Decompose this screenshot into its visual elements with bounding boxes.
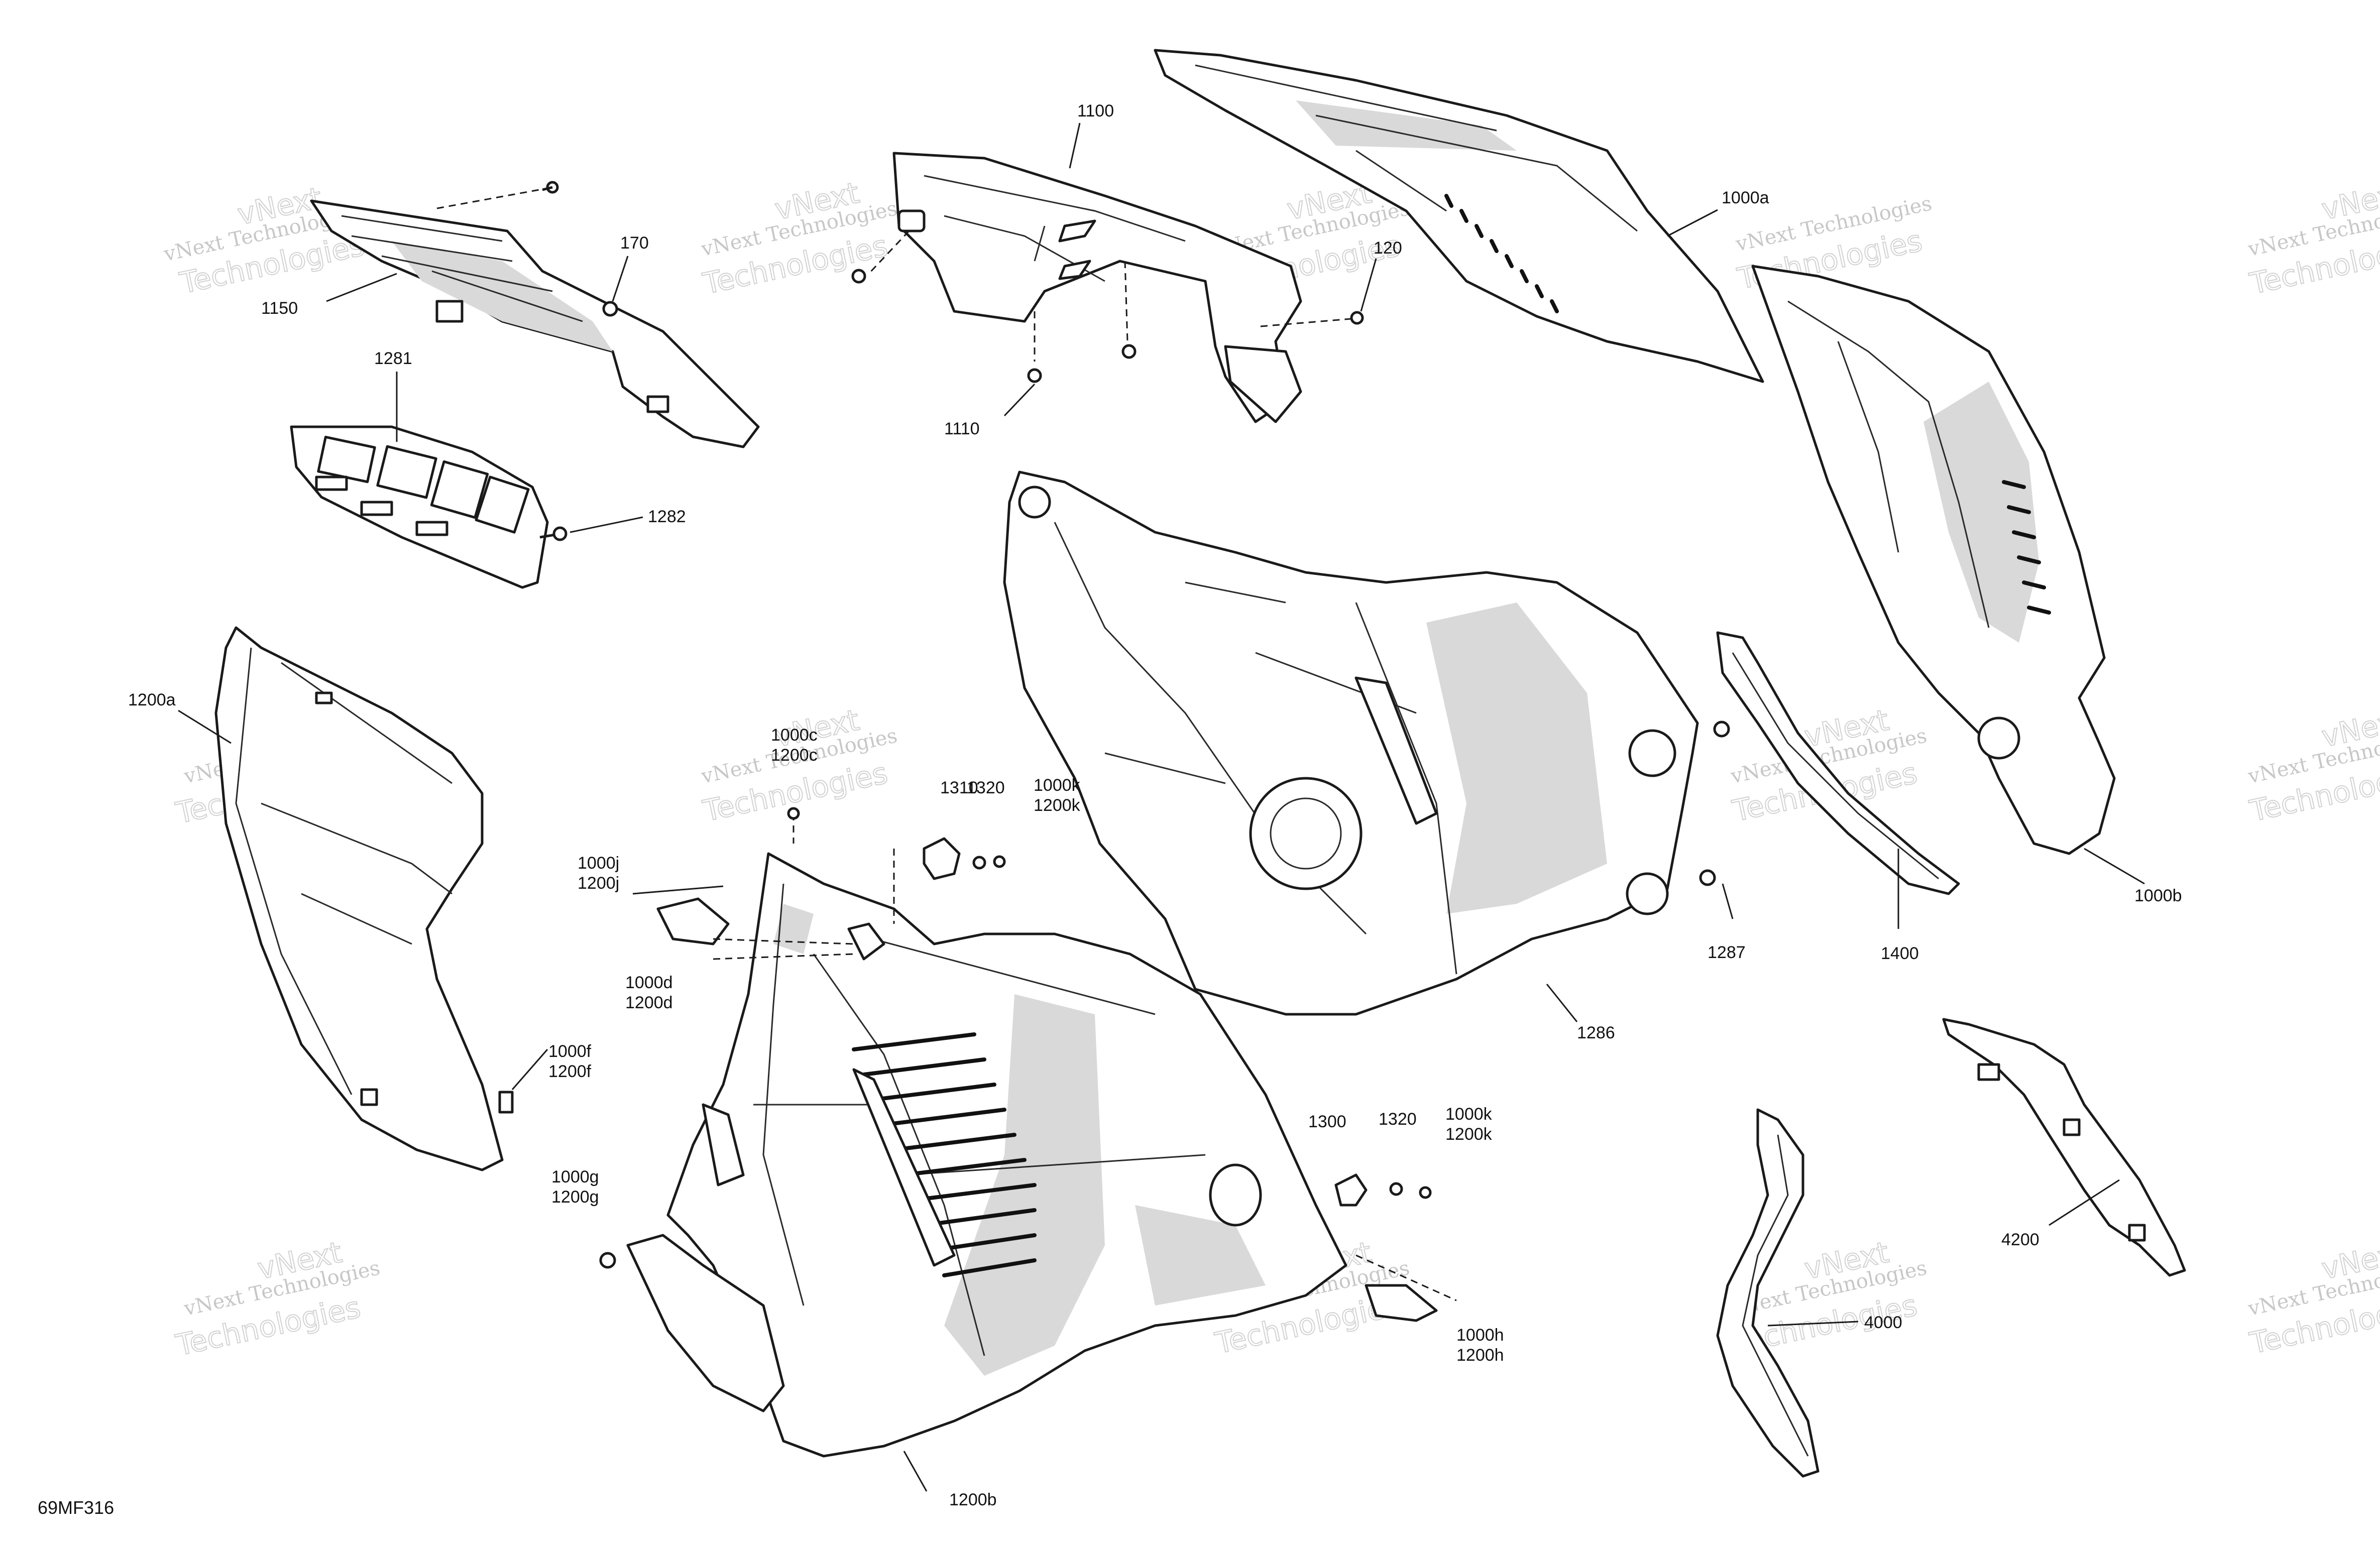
callout-1200k-top: 1200k bbox=[1034, 796, 1081, 815]
watermark-top-far-right: vNext Technologies Technologies vNext bbox=[2246, 175, 2380, 302]
part-1200b-panel bbox=[626, 852, 1347, 1458]
part-1150-bracket bbox=[310, 199, 760, 448]
callout-1000h: 1000h bbox=[1456, 1326, 1504, 1345]
part-1200a-panel bbox=[214, 626, 504, 1171]
part-1200b-vents bbox=[852, 1032, 1037, 1277]
watermark-top-left: vNext Technologies Technologies vNext bbox=[162, 180, 368, 301]
callout-120: 120 bbox=[1374, 239, 1402, 258]
connector-1000h bbox=[1355, 1254, 1457, 1322]
callout-1200k-bottom: 1200k bbox=[1445, 1125, 1493, 1144]
callout-1000d: 1000d bbox=[625, 973, 673, 992]
callout-4200: 4200 bbox=[2001, 1230, 2039, 1249]
part-4000-strip bbox=[1716, 1108, 1820, 1478]
fastener-near-1100 bbox=[851, 230, 910, 284]
callout-1000b: 1000b bbox=[2134, 886, 2182, 905]
callout-4000: 4000 bbox=[1864, 1313, 1902, 1332]
washer-1287 bbox=[1699, 721, 1730, 886]
watermark-mid-far-right: vNext Technologies Technologies vNext bbox=[2246, 702, 2380, 829]
callout-1200f: 1200f bbox=[548, 1062, 592, 1081]
screw-120 bbox=[1260, 311, 1364, 327]
callout-1320-bottom: 1320 bbox=[1379, 1110, 1417, 1129]
callout-1320-top: 1320 bbox=[967, 778, 1005, 797]
diagram-reference-id: 69MF316 bbox=[38, 1497, 114, 1518]
fastener-170 bbox=[602, 301, 618, 317]
callout-1000j: 1000j bbox=[578, 854, 619, 873]
callout-1200c: 1200c bbox=[771, 746, 818, 765]
leader-lines bbox=[178, 123, 2145, 1492]
connector-1000j bbox=[656, 897, 885, 961]
watermark-bottom-left: vNext Technologies Technologies vNext bbox=[172, 1235, 382, 1363]
callout-1282: 1282 bbox=[648, 507, 686, 526]
fastener-1000c bbox=[787, 807, 800, 844]
part-1286-panel bbox=[1003, 470, 1699, 1016]
callout-1200j: 1200j bbox=[578, 874, 619, 893]
callout-1286: 1286 bbox=[1577, 1023, 1615, 1042]
fastener-1310-group bbox=[893, 837, 1006, 924]
callout-1200g: 1200g bbox=[551, 1188, 599, 1207]
watermark-top-center-left: vNext Technologies Technologies vNext bbox=[699, 175, 899, 302]
callout-labels: 1100 1000a 170 120 1150 1110 1281 1282 1… bbox=[128, 101, 2182, 1509]
part-1000b-panel bbox=[1751, 265, 2116, 855]
callout-170: 170 bbox=[620, 233, 649, 253]
callout-1200h: 1200h bbox=[1456, 1346, 1504, 1365]
part-4200-bracket bbox=[1942, 1018, 2186, 1277]
fastener-1000g bbox=[599, 1252, 616, 1269]
screw-1110 bbox=[1027, 261, 1137, 383]
callout-1100: 1100 bbox=[1077, 101, 1114, 121]
part-1281-grille bbox=[290, 425, 549, 589]
callout-1000k-bottom: 1000k bbox=[1445, 1105, 1493, 1124]
callout-1150: 1150 bbox=[261, 299, 298, 318]
callout-1000k-top: 1000k bbox=[1034, 776, 1081, 795]
callout-1200a: 1200a bbox=[128, 690, 176, 709]
callout-1310: 1310 bbox=[940, 778, 978, 797]
screw-near-1150 bbox=[436, 181, 559, 209]
part-1000b-vents bbox=[2002, 480, 2051, 615]
part-1400-strip bbox=[1716, 631, 1960, 895]
callout-1400: 1400 bbox=[1881, 944, 1919, 963]
callout-1000c: 1000c bbox=[771, 726, 818, 745]
screw-1282 bbox=[539, 526, 568, 541]
callout-1287: 1287 bbox=[1708, 943, 1746, 962]
fastener-1000f bbox=[498, 1091, 514, 1114]
part-1100-bracket bbox=[892, 152, 1302, 423]
callout-1000a: 1000a bbox=[1722, 188, 1769, 207]
callout-1000f: 1000f bbox=[548, 1042, 592, 1061]
callout-1281: 1281 bbox=[374, 349, 412, 368]
part-1000a-panel bbox=[1154, 49, 1764, 383]
hardware bbox=[436, 181, 1730, 1322]
callout-1300: 1300 bbox=[1308, 1112, 1346, 1131]
watermark-bottom-far-right: vNext Technologies Technologies vNext bbox=[2246, 1235, 2380, 1361]
fastener-1300-group bbox=[1334, 1173, 1432, 1207]
callout-1110: 1110 bbox=[944, 419, 980, 438]
callout-1200b: 1200b bbox=[949, 1490, 997, 1509]
callout-1000g: 1000g bbox=[551, 1167, 599, 1186]
part-1000a-teeth bbox=[1444, 194, 1559, 313]
callout-1200d: 1200d bbox=[625, 993, 673, 1012]
